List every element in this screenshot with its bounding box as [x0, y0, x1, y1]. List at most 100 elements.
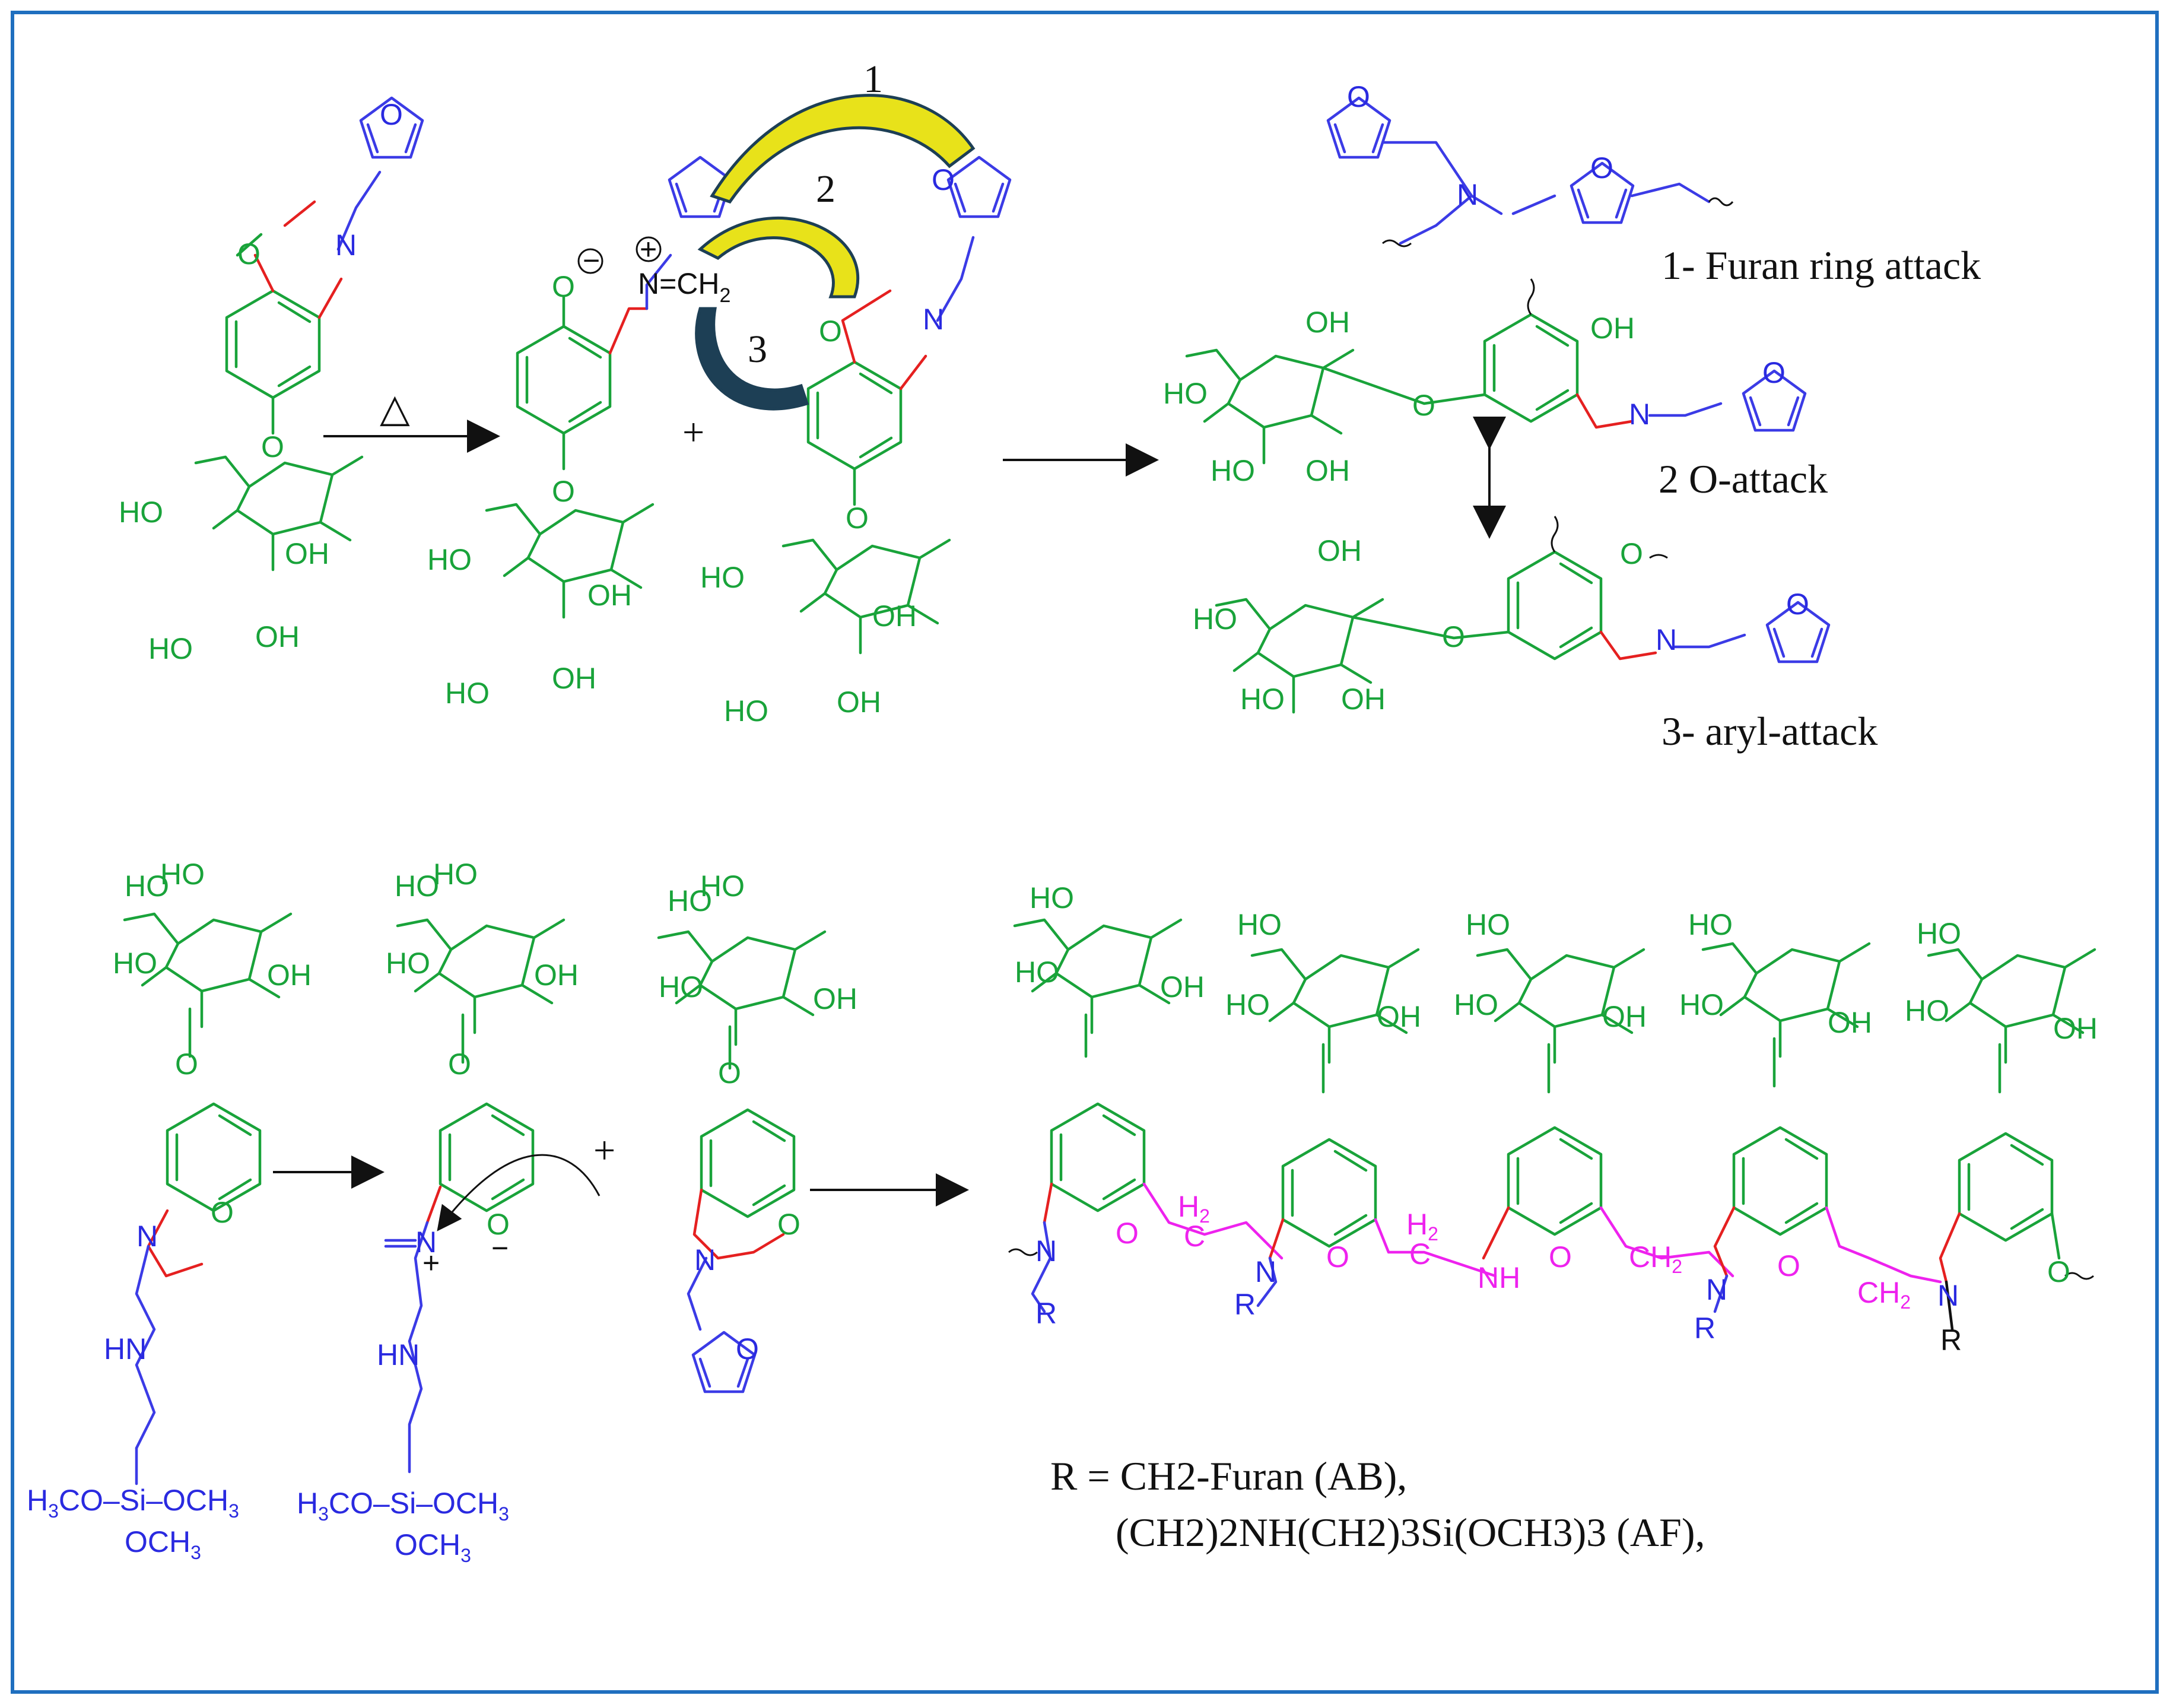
atom-ho-poly-s4b: HO [1679, 988, 1724, 1021]
atom-o-poly-4: O [1777, 1249, 1800, 1282]
atom-oh-p2c: OH [1305, 454, 1350, 487]
product-o-attack [1187, 278, 1805, 463]
atom-n-oxazine-2: N [923, 303, 944, 336]
atom-r-poly-2: R [1234, 1288, 1256, 1321]
attack-arrow-3 [695, 307, 809, 411]
silane-monomer-left [125, 914, 291, 1485]
atom-ho-poly-s2b: HO [1225, 988, 1270, 1021]
atom-o-poly-1: O [1116, 1217, 1139, 1250]
atom-r-poly-4: R [1940, 1323, 1962, 1357]
arrow-number-3: 3 [748, 328, 767, 371]
atom-n-poly-4: N [1937, 1279, 1959, 1312]
atom-n-oxazine-1: N [335, 228, 357, 262]
atom-ho-b2b: HO [433, 858, 478, 891]
product-2-label: 2 O-attack [1659, 456, 1828, 501]
atom-oh-b2d: OH [534, 958, 579, 992]
silane-right-methoxy: H3CO–Si–OCH3 [297, 1487, 509, 1525]
minus-charge: − [583, 244, 600, 277]
atom-ho-2a: HO [427, 543, 472, 576]
plus-charge-bottom: + [422, 1246, 440, 1280]
atom-o-furan-p2: O [1762, 356, 1786, 389]
atom-oh-p3-top: OH [1317, 534, 1362, 567]
minus-charge-circle [577, 248, 603, 274]
heat-symbol: △ [380, 387, 410, 430]
atom-oh-p2-phenol: OH [1590, 312, 1635, 345]
iminium-intermediate [487, 157, 731, 617]
attack-arrow-1 [710, 94, 976, 204]
atom-n-b1: N [136, 1220, 158, 1253]
atom-o-furan-2: O [932, 163, 955, 196]
atom-oh-3d: OH [837, 685, 881, 719]
iminium-label: N=CH2 [638, 267, 730, 307]
atom-ho-poly-s4a: HO [1688, 908, 1733, 941]
product-furan-attack [1328, 98, 1734, 247]
silane-iminium [384, 920, 601, 1474]
atom-n-poly-2: N [1255, 1255, 1276, 1288]
atom-o-b3-oxazine: O [777, 1208, 800, 1241]
atom-n-b3: N [694, 1243, 716, 1277]
atom-n-p1: N [1457, 178, 1478, 211]
atom-o-glycoside-2: O [552, 475, 575, 508]
atom-ho-b1c: HO [113, 947, 157, 980]
atom-ho-poly-s3a: HO [1466, 908, 1510, 941]
caption-line-2: (CH2)2NH(CH2)3Si(OCH3)3 (AF), [1116, 1510, 1705, 1555]
atom-ho-b3a: HO [668, 884, 712, 918]
plus-sign-bottom: + [593, 1129, 615, 1172]
atom-ho-poly-s2a: HO [1237, 908, 1282, 941]
product-3-label: 3- aryl-attack [1661, 709, 1877, 754]
atom-ho-b3b: HO [700, 869, 745, 903]
atom-ho-3c: HO [724, 694, 768, 728]
atom-hn-b1: HN [104, 1332, 147, 1366]
silane-right-och3: OCH3 [395, 1528, 471, 1566]
atom-ho-poly-s5b: HO [1905, 994, 1949, 1027]
arrow-number-2: 2 [816, 167, 835, 211]
atom-ho-poly-s3b: HO [1454, 988, 1498, 1021]
atom-o-glycoside-1: O [261, 430, 284, 463]
atom-o-p2-glycoside: O [1412, 389, 1435, 422]
atom-hn-b2: HN [377, 1338, 420, 1372]
atom-oh-poly-s1c: OH [1160, 970, 1205, 1004]
atom-r-poly-1: R [1035, 1297, 1057, 1330]
diagram-frame [11, 11, 2159, 1694]
caption-line-1: R = CH2-Furan (AB), [1050, 1453, 1407, 1499]
anion-oxygen: O [552, 270, 575, 303]
product-1-label: 1- Furan ring attack [1661, 243, 1981, 288]
atom-c-poly-2: C [1409, 1237, 1431, 1271]
atom-o-poly-3: O [1549, 1240, 1572, 1274]
attack-arrow-2 [697, 217, 860, 299]
monomer-top-right [783, 157, 1010, 653]
atom-o-poly-end: O [2047, 1255, 2070, 1288]
atom-oh-b1d: OH [267, 958, 312, 992]
atom-oh-poly-s5c: OH [2053, 1012, 2098, 1045]
atom-oh-p2-top: OH [1305, 306, 1350, 339]
atom-ho-p2a: HO [1163, 377, 1208, 410]
atom-oh-2b: OH [587, 579, 632, 612]
atom-ho-2c: HO [445, 677, 490, 710]
atom-ho-1a: HO [119, 496, 163, 529]
atom-ho-3a: HO [700, 561, 745, 594]
atom-n-b2: N [415, 1226, 437, 1259]
atom-c-poly-1: C [1184, 1220, 1205, 1253]
furan-monomer-bottom [659, 932, 825, 1392]
atom-o-oxazine-1: O [237, 237, 260, 271]
atom-ho-poly-s1a: HO [1030, 881, 1074, 915]
atom-o-b1-glycoside: O [175, 1047, 198, 1081]
atom-nh-poly: NH [1478, 1261, 1520, 1294]
plus-charge-circle [636, 236, 662, 262]
atom-oh-1b: OH [285, 537, 329, 570]
atom-o-furan-p3: O [1786, 588, 1809, 621]
atom-o-poly-2: O [1326, 1240, 1349, 1274]
atom-n-p2: N [1629, 398, 1650, 431]
atom-o-b2-anion: O [487, 1208, 510, 1241]
atom-oh-poly-s2c: OH [1377, 1000, 1421, 1033]
atom-ho-poly-s1b: HO [1015, 955, 1059, 989]
atom-o-furan-p1a: O [1347, 80, 1370, 113]
atom-o-p3-glycoside: O [1442, 620, 1465, 653]
atom-h2-poly-2: H2 [1406, 1208, 1438, 1245]
atom-ho-p2b: HO [1211, 454, 1255, 487]
atom-o-oxazine-2: O [819, 315, 842, 348]
atom-n-poly-3: N [1706, 1273, 1727, 1306]
atom-oh-3b: OH [872, 599, 917, 633]
minus-charge-bottom: − [491, 1231, 509, 1265]
atom-o-glycoside-3: O [846, 501, 869, 535]
